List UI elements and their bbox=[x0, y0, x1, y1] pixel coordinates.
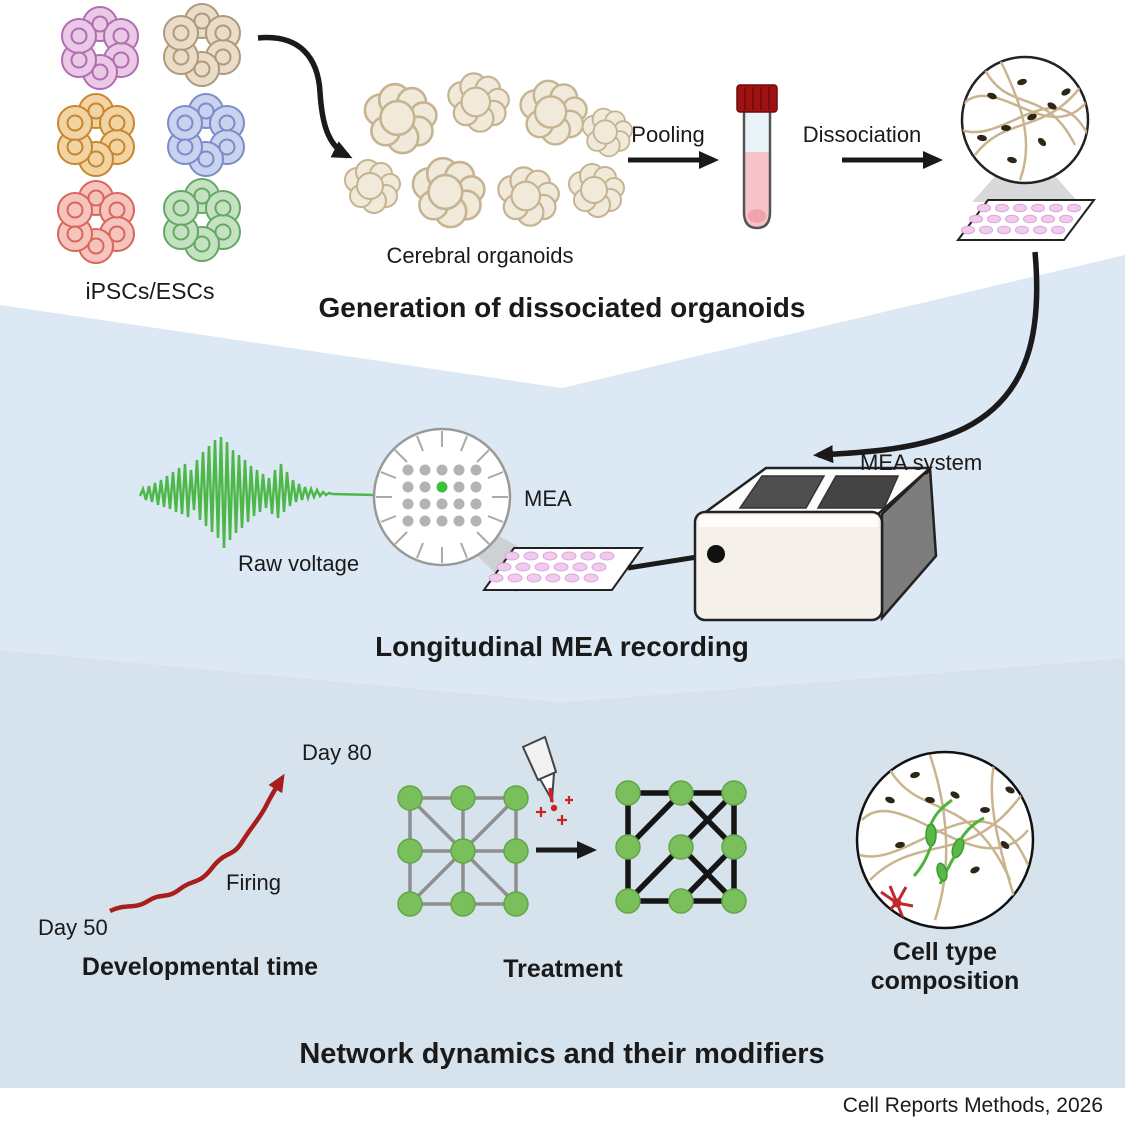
green-neurons bbox=[912, 798, 985, 885]
arrow-ipsc-to-organoids bbox=[257, 34, 353, 159]
cell-type-label: Cell type composition bbox=[870, 938, 1020, 995]
top-section-title: Generation of dissociated organoids bbox=[318, 292, 806, 323]
day-start-label: Day 50 bbox=[38, 915, 108, 940]
bottom-section-title: Network dynamics and their modifiers bbox=[299, 1038, 825, 1070]
raw-voltage-trace bbox=[138, 436, 376, 549]
network-before-treatment bbox=[397, 785, 529, 917]
mea-electrode-view bbox=[372, 427, 580, 592]
cell-type-view bbox=[855, 750, 1035, 930]
dissociated-cells-view bbox=[960, 55, 1090, 202]
network-after-treatment bbox=[615, 780, 747, 914]
active-electrode-dot bbox=[436, 481, 448, 493]
dissociation-label: Dissociation bbox=[802, 122, 922, 147]
day-end-label: Day 80 bbox=[302, 740, 372, 765]
ipsc-label: iPSCs/ESCs bbox=[85, 278, 215, 304]
citation: Cell Reports Methods, 2026 bbox=[842, 1094, 1103, 1117]
mea-system-label: MEA system bbox=[860, 450, 983, 475]
cerebral-organoids bbox=[344, 72, 634, 229]
arrow-plate-to-mea-system bbox=[813, 251, 1040, 464]
mea-plate-top bbox=[956, 199, 1096, 241]
raw-voltage-label: Raw voltage bbox=[238, 551, 360, 576]
firing-growth-curve bbox=[108, 773, 285, 914]
treatment-label: Treatment bbox=[503, 955, 623, 983]
mea-plate-middle bbox=[482, 547, 644, 591]
organoids-label: Cerebral organoids bbox=[386, 243, 574, 268]
developmental-time-label: Developmental time bbox=[81, 953, 319, 981]
firing-label: Firing bbox=[226, 870, 282, 895]
mea-system-device bbox=[693, 465, 938, 622]
pipette-icon bbox=[521, 735, 573, 825]
ipsc-clusters bbox=[57, 3, 245, 264]
test-tube bbox=[736, 84, 778, 230]
cable-connector-dot bbox=[707, 545, 725, 563]
pooling-label: Pooling bbox=[631, 122, 705, 147]
middle-section-title: Longitudinal MEA recording bbox=[375, 631, 749, 662]
mea-label: MEA bbox=[524, 486, 572, 511]
